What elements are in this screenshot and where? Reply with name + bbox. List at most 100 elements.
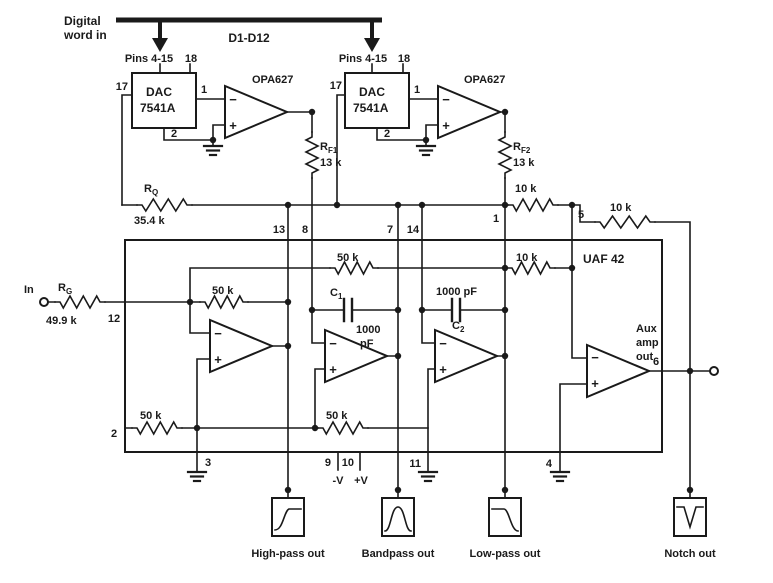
label-50k-fb: 50 k — [212, 285, 234, 297]
label-rf2: RF2 — [513, 141, 531, 155]
label-uaf-pin3: 3 — [205, 457, 211, 469]
label-dac-right-2: 7541A — [353, 101, 389, 115]
label-pos-supply: +V — [354, 475, 368, 487]
label-pin17-left: 17 — [116, 81, 128, 93]
label-opa627-right: OPA627 — [464, 74, 505, 86]
label-dac-left-pin1: 1 — [201, 84, 207, 96]
opamp-sum-plus-sign: + — [214, 352, 222, 367]
label-uaf-pin7: 7 — [387, 224, 393, 236]
label-rq-value: 35.4 k — [134, 215, 165, 227]
capacitor-plates — [342, 297, 462, 323]
label-uaf-pin8: 8 — [302, 224, 308, 236]
opamp-opa627-right — [437, 84, 503, 140]
resistor-50k-fb — [199, 294, 249, 310]
label-aux-1: Aux — [636, 323, 658, 335]
label-uaf-pin6: 6 — [653, 356, 659, 368]
resistor-rg — [54, 294, 106, 310]
label-c2-value: 1000 pF — [436, 286, 477, 298]
opamp-aux-plus-sign: + — [591, 376, 599, 391]
label-uaf42: UAF 42 — [583, 252, 625, 266]
label-digital-word-1: Digital — [64, 14, 101, 28]
label-rf2-value: 13 k — [513, 157, 535, 169]
wires-bottom-rail — [124, 427, 429, 473]
label-uaf-pin14: 14 — [407, 224, 420, 236]
output-terminals — [271, 497, 707, 537]
labels: Pins 4-15 18 17 DAC 7541A 1 2 OPA627 RF1… — [24, 53, 716, 560]
opamp-left-minus-sign: − — [229, 92, 237, 107]
label-dac-left-pin2: 2 — [171, 128, 177, 140]
label-pin17-right: 17 — [330, 80, 342, 92]
opamp-int1-minus-sign: − — [329, 336, 337, 351]
resistor-50k-bot1 — [131, 420, 183, 436]
opamp-aux-minus-sign: − — [591, 350, 599, 365]
resistor-50k-bot2 — [317, 420, 369, 436]
label-lowpass-out: Low-pass out — [470, 548, 541, 560]
label-uaf-pin2: 2 — [111, 428, 117, 440]
opamp-right-plus-sign: + — [442, 118, 450, 133]
label-dac-right-1: DAC — [359, 85, 385, 99]
opamp-right-minus-sign: − — [442, 92, 450, 107]
bus-arrow-shafts — [158, 20, 374, 38]
resistor-rf1 — [304, 131, 320, 179]
wires — [47, 94, 711, 499]
opamp-sum-minus-sign: − — [214, 326, 222, 341]
label-pins-4-15-right: Pins 4-15 — [339, 53, 387, 65]
opamp-int2-plus-sign: + — [439, 362, 447, 377]
label-c2: C2 — [452, 320, 465, 334]
opamps — [209, 84, 652, 399]
label-aux-3: out — [636, 351, 653, 363]
lowpass-symbol-box — [488, 497, 522, 537]
label-dac-left-2: 7541A — [140, 101, 176, 115]
label-uaf-pin9: 9 — [325, 457, 331, 469]
digital-bus: Digital word in D1-D12 — [63, 14, 404, 74]
label-c1: C1 — [330, 287, 343, 301]
bus-arrowhead-right — [364, 38, 380, 52]
resistor-rq — [136, 197, 193, 213]
opamp-int1-plus-sign: + — [329, 362, 337, 377]
wires-summing-rail — [121, 204, 691, 499]
label-uaf-pin4: 4 — [546, 458, 553, 470]
label-50k-top: 50 k — [337, 252, 359, 264]
label-c1-value-1: 1000 — [356, 324, 380, 336]
bandpass-curve-icon — [384, 506, 412, 532]
label-dac-right-pin1: 1 — [414, 84, 420, 96]
dac-right-box — [344, 72, 410, 129]
label-10k-b: 10 k — [610, 202, 632, 214]
wires-filter-verticals — [287, 204, 588, 499]
label-dac-left-1: DAC — [146, 85, 172, 99]
label-uaf-pin1: 1 — [493, 213, 499, 225]
opamp-left-plus-sign: + — [229, 118, 237, 133]
ground-pin11 — [417, 470, 439, 483]
label-uaf-pin10: 10 — [342, 457, 354, 469]
lowpass-curve-icon — [491, 508, 519, 532]
ground-pin3 — [186, 470, 208, 483]
label-10k-a: 10 k — [515, 183, 537, 195]
opamp-integrator1 — [324, 328, 390, 384]
opamp-summing — [209, 318, 275, 374]
label-opa627-left: OPA627 — [252, 74, 293, 86]
opamp-aux — [586, 343, 652, 399]
bus-arrowhead-left — [152, 38, 168, 52]
label-10k-int: 10 k — [516, 252, 538, 264]
ground-dac-left — [202, 144, 224, 157]
resistor-10k-a — [507, 197, 559, 213]
dac-top-stubs — [159, 63, 404, 74]
label-highpass-out: High-pass out — [251, 548, 325, 560]
resistor-50k-top — [329, 260, 379, 276]
wires-input-and-feedback — [47, 267, 573, 334]
label-uaf-pin5: 5 — [578, 209, 584, 221]
label-c1-value-2: pF — [360, 338, 374, 350]
resistors — [54, 131, 656, 436]
label-rg-value: 49.9 k — [46, 315, 77, 327]
junction-dots — [186, 108, 694, 494]
uaf42-outline — [124, 239, 663, 453]
resistor-rf2 — [497, 131, 513, 179]
label-rg: RG — [58, 282, 72, 296]
label-50k-bot2: 50 k — [326, 410, 348, 422]
label-aux-2: amp — [636, 337, 659, 349]
label-uaf-pin12: 12 — [108, 313, 120, 325]
opamp-integrator2 — [434, 328, 500, 384]
label-pin18-right: 18 — [398, 53, 410, 65]
label-pin18-left: 18 — [185, 53, 197, 65]
